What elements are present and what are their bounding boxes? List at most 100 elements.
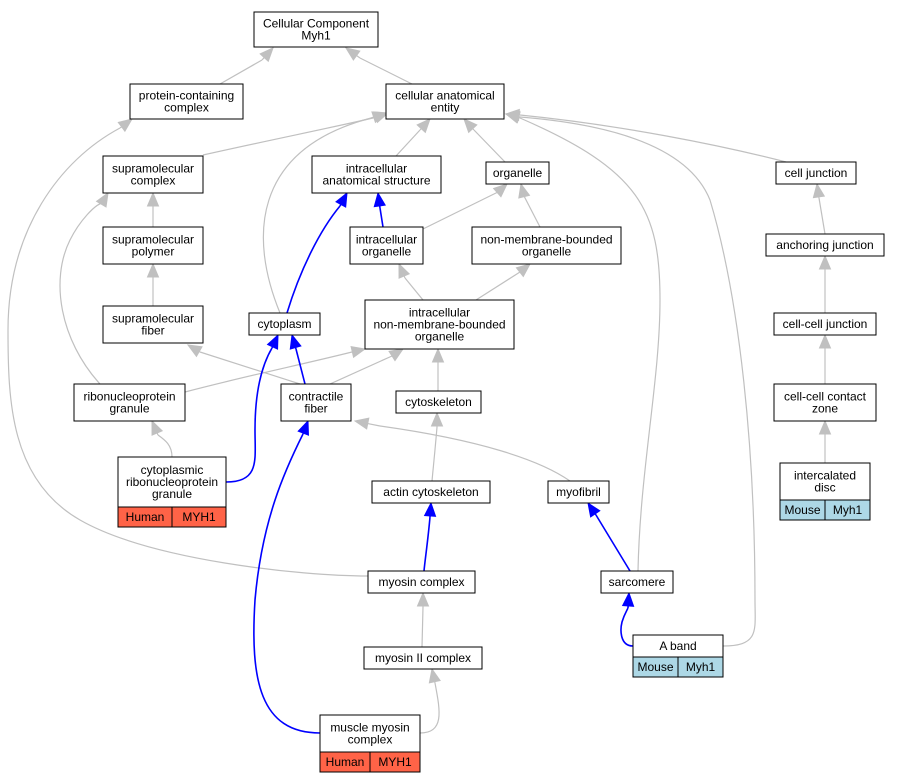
node-box: [773, 383, 877, 422]
edge-line: [379, 425, 571, 482]
node-myc[interactable]: myosin complex: [367, 570, 476, 594]
node-acsk[interactable]: actin cytoskeleton: [371, 480, 491, 504]
edge-cf-to-inmbo: [329, 348, 405, 385]
arrowhead: [431, 347, 445, 363]
arrowhead: [504, 110, 521, 123]
arrowhead: [151, 419, 164, 436]
annotation-cell: [677, 656, 724, 678]
node-box: [248, 312, 321, 336]
node-label-line: anchoring junction: [776, 238, 873, 252]
annotation-cell: [824, 499, 871, 521]
arrowhead: [430, 411, 444, 427]
edge-line: [519, 117, 661, 572]
node-box: [102, 305, 204, 344]
annotation-species: Human: [126, 510, 165, 524]
node-org[interactable]: organelle: [485, 161, 550, 185]
edge-cj-to-cae: [504, 108, 787, 163]
node-ccj[interactable]: cell-cell junction: [773, 312, 877, 336]
edge-io-to-org: [422, 183, 508, 230]
arrowhead: [335, 191, 348, 208]
edge-line: [7, 127, 369, 577]
edge-icd-to-cccz: [818, 419, 832, 463]
node-box: [363, 646, 483, 670]
edge-myc-to-pcc: [7, 118, 369, 577]
edge-mmc-to-cf: [253, 419, 321, 734]
node-label-line: zone: [812, 402, 838, 416]
node-box: [385, 83, 505, 120]
node-box: [765, 233, 885, 257]
node-inmbo[interactable]: intracellularnon-membrane-boundedorganel…: [364, 299, 515, 350]
node-box: [371, 480, 491, 504]
node-label-line: Myh1: [301, 29, 331, 43]
edge-smp-to-smc: [146, 191, 160, 227]
node-label-line: supramolecular: [112, 233, 194, 247]
node-label-line: organelle: [493, 166, 543, 180]
edge-line: [519, 116, 756, 647]
arrowhead: [146, 191, 160, 207]
node-label-line: myosin complex: [378, 575, 464, 589]
edge-line: [475, 271, 521, 301]
edge-io-to-ias: [373, 191, 386, 228]
node-label-line: supramolecular: [112, 162, 194, 176]
node-cyto[interactable]: cytoplasm: [248, 312, 321, 336]
edge-mmc-to-m2c: [419, 667, 441, 734]
node-label-line: A band: [659, 639, 696, 653]
annotation-cell: [171, 506, 227, 528]
edge-sarc-to-mf: [587, 501, 631, 572]
node-cj[interactable]: cell junction: [775, 161, 857, 185]
node-box: [471, 226, 622, 265]
node-mf[interactable]: myofibril: [547, 480, 610, 504]
node-label-line: cytoplasmic: [141, 463, 204, 477]
node-label-line: cytoskeleton: [405, 395, 472, 409]
node-label-line: supramolecular: [112, 312, 194, 326]
edge-acsk-to-csk: [430, 411, 444, 482]
node-aj[interactable]: anchoring junction: [765, 233, 885, 257]
node-label-line: Cellular Component: [263, 17, 370, 31]
node-label-line: contractile: [289, 390, 344, 404]
edge-mf-to-cf: [353, 417, 571, 482]
edge-csk-to-inmbo: [431, 347, 445, 391]
node-sarc[interactable]: sarcomere: [600, 570, 674, 594]
arrowhead: [117, 118, 134, 133]
node-m2c[interactable]: myosin II complex: [363, 646, 483, 670]
edge-ab-to-cae: [504, 110, 756, 647]
arrowhead: [428, 667, 441, 684]
node-label-line: complex: [164, 101, 209, 115]
node-label-line: organelle: [415, 330, 465, 344]
edges-layer: [7, 47, 832, 734]
edge-line: [523, 195, 541, 228]
arrowhead: [423, 501, 437, 517]
node-box: [773, 312, 877, 336]
node-label-line: complex: [348, 733, 393, 747]
edge-m2c-to-myc: [416, 591, 430, 648]
edge-line: [219, 59, 263, 85]
annotation-gene: Myh1: [833, 503, 863, 517]
node-crnpg[interactable]: cytoplasmicribonucleoproteingranuleHuman…: [117, 456, 227, 528]
node-box: [253, 11, 379, 48]
node-box: [129, 83, 244, 120]
node-csk[interactable]: cytoskeleton: [395, 390, 482, 414]
node-box: [102, 226, 204, 265]
arrowhead: [388, 348, 405, 362]
edge-line: [519, 114, 787, 163]
edge-ab-to-sarc: [620, 591, 635, 647]
edge-crnpg-to-rnpg: [151, 419, 173, 458]
arrowhead: [289, 333, 302, 350]
edge-line: [431, 426, 438, 482]
edge-line: [404, 277, 424, 301]
